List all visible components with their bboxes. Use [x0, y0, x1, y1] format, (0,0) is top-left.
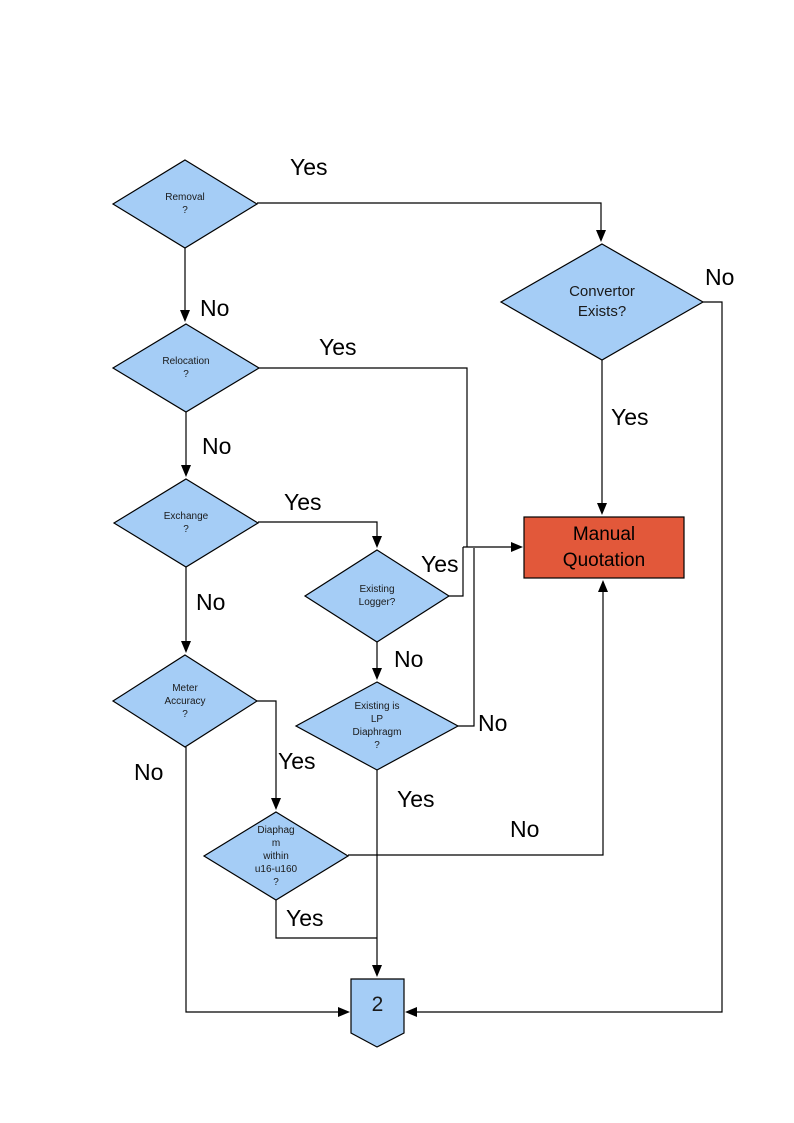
arrowhead-into-mq-top	[597, 503, 607, 515]
edge-diaphagm-yes	[275, 900, 377, 939]
arrowheads	[180, 230, 608, 1017]
edge-meter-yes	[257, 700, 277, 799]
removal-decision-shape	[111, 159, 259, 249]
arrowhead-into-connector-right	[405, 1007, 417, 1017]
diaphagm-range-decision-shape	[202, 811, 350, 901]
edge-relocation-yes	[259, 367, 468, 547]
existing-lp-decision-shape	[294, 681, 460, 771]
meter-accuracy-decision-shape	[111, 654, 259, 748]
edge-logger-yes	[449, 547, 464, 597]
arrowhead-into-convertor	[596, 230, 606, 242]
existing-logger-decision-shape	[303, 549, 451, 643]
edge-lp-no	[458, 548, 475, 727]
arrowhead-into-lp	[372, 668, 382, 680]
manual-quotation-shape	[523, 516, 685, 579]
arrowhead-into-mq-bottom	[598, 580, 608, 592]
exchange-decision-shape	[112, 478, 260, 568]
arrowhead-into-connector-left	[338, 1007, 350, 1017]
edge-diaphagm-no	[348, 591, 604, 856]
arrowhead-into-mq-left	[511, 542, 523, 552]
convertor-exists-decision-shape	[499, 243, 705, 361]
arrowhead-into-relocation	[180, 310, 190, 322]
edge-removal-yes	[257, 202, 602, 232]
edge-meter-no	[185, 747, 340, 1013]
decision-shapes	[111, 159, 705, 1048]
edge-convertor-no	[414, 301, 723, 1013]
relocation-decision-shape	[111, 323, 261, 413]
arrowhead-into-exchange	[181, 465, 191, 477]
arrowhead-into-logger	[372, 536, 382, 548]
edge-lines	[184, 202, 723, 1013]
arrowhead-into-diaphagm	[271, 798, 281, 810]
edge-exchange-yes	[258, 521, 378, 537]
arrowhead-into-connector-top	[372, 965, 382, 977]
connector-2-shape	[350, 978, 405, 1048]
arrowhead-into-meter	[181, 641, 191, 653]
